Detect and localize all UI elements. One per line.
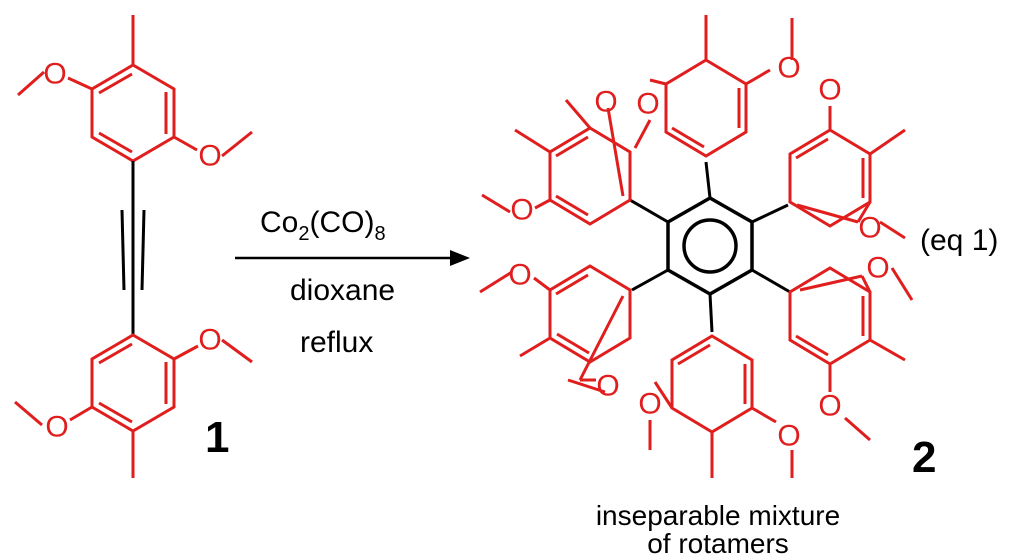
- reactant-top-aryl-ring: [90, 63, 176, 163]
- compound-label-reactant: 1: [205, 413, 229, 462]
- oxygen-atom: O: [508, 259, 531, 292]
- oxygen-atom: O: [198, 324, 221, 357]
- oxygen-atom: O: [818, 74, 841, 107]
- aryl-core-bonds: [629, 161, 791, 333]
- product-note-line-1: inseparable mixture: [596, 500, 840, 531]
- product-aryl-ring-bottom: [648, 334, 794, 478]
- oxygen-atom: O: [866, 252, 889, 285]
- reactant-bottom-substituents: [14, 338, 253, 478]
- compound-label-product: 2: [912, 433, 936, 482]
- reactant-top-substituents: [17, 15, 253, 158]
- oxygen-atom: O: [43, 58, 66, 91]
- equation-label: (eq 1): [920, 224, 998, 257]
- reactant-1-structure: O O O O: [14, 15, 253, 478]
- oxygen-atom: O: [596, 370, 619, 403]
- oxygen-atom: O: [858, 212, 881, 245]
- oxygen-atom: O: [594, 86, 617, 119]
- product-note-line-2: of rotamers: [647, 528, 789, 559]
- central-benzene-core: [666, 195, 754, 297]
- reagent-formula: Co2(CO)8: [260, 206, 386, 245]
- oxygen-atom: O: [818, 390, 841, 423]
- oxygen-atom: O: [777, 52, 800, 85]
- oxygen-atom: O: [636, 88, 659, 121]
- product-aryl-ring-upper-right: [788, 106, 906, 240]
- product-aryl-ring-top: [633, 15, 794, 158]
- product-aryl-ring-lower-left: [479, 264, 632, 394]
- solvent-label: dioxane: [290, 274, 395, 307]
- temperature-label: reflux: [300, 326, 373, 359]
- oxygen-atom: O: [777, 420, 800, 453]
- alkyne-triple-bond: [120, 161, 146, 335]
- oxygen-atom: O: [638, 388, 661, 421]
- product-2-structure: O O O O O O: [479, 15, 914, 478]
- product-aryl-ring-upper-left: [481, 99, 632, 226]
- oxygen-atom: O: [510, 194, 533, 227]
- product-aryl-ring-lower-right: [788, 266, 914, 442]
- oxygen-atom: O: [198, 140, 221, 173]
- reactant-bottom-aryl-ring: [90, 333, 176, 433]
- oxygen-atom: O: [45, 411, 68, 444]
- reaction-arrow: [235, 250, 470, 266]
